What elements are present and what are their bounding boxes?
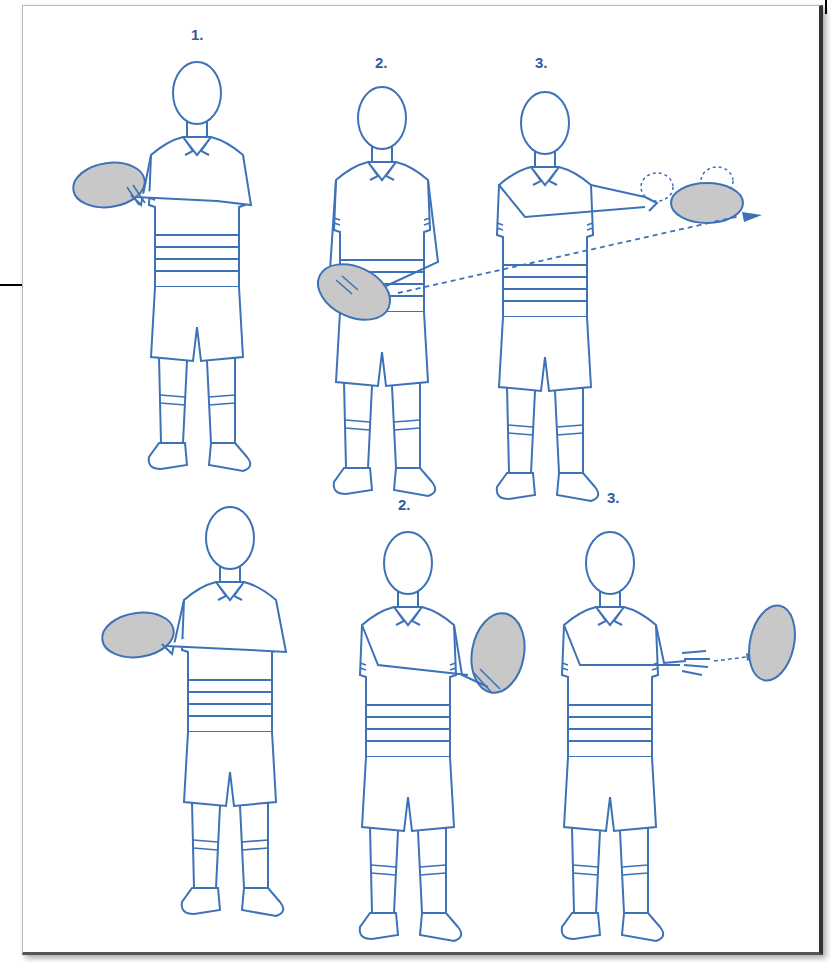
player-figure [360, 532, 531, 941]
player-figure [309, 87, 438, 496]
step-number: 1. [191, 27, 204, 42]
step-number: 2. [398, 497, 411, 512]
player-figure [99, 507, 286, 916]
player-figure [497, 92, 743, 501]
step-number: 3. [535, 55, 548, 70]
player-figure [70, 62, 251, 471]
player-figure [562, 532, 802, 941]
step-number: 2. [375, 55, 388, 70]
step-number: 3. [607, 490, 620, 505]
